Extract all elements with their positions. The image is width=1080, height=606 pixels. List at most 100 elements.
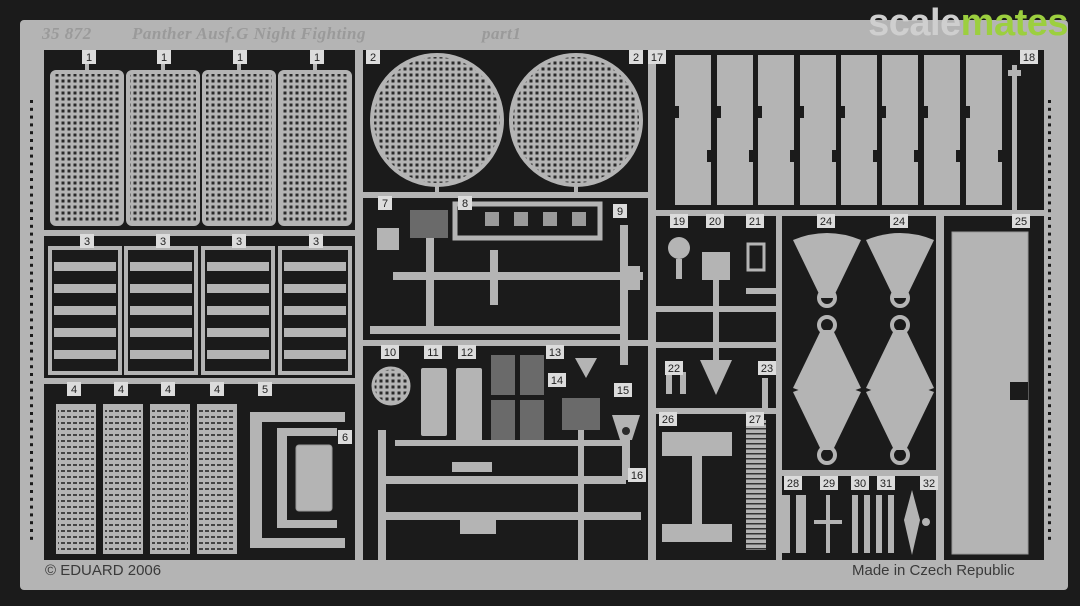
watermark-part1: scale [868, 2, 961, 44]
edge-hole [1048, 178, 1051, 181]
tag-box [665, 361, 683, 375]
panel-17 [841, 55, 877, 205]
panel-notch [790, 150, 794, 162]
tag-box [820, 476, 838, 490]
edge-hole [1048, 310, 1051, 314]
edge-hole [1048, 232, 1051, 236]
edge-hole [1048, 154, 1051, 158]
tag-box [210, 382, 224, 396]
edge-hole [30, 435, 33, 439]
part-number-label: 30 [854, 478, 866, 490]
tag-box [648, 50, 666, 64]
edge-hole [1048, 380, 1051, 384]
edge-hole [30, 209, 33, 213]
edge-hole [30, 373, 33, 376]
part-number-label: 24 [893, 216, 905, 228]
edge-hole [1048, 131, 1051, 135]
tag-box [309, 234, 323, 248]
part-number-label: 10 [384, 347, 396, 359]
tag-box [546, 345, 564, 359]
panel-notch [914, 150, 918, 162]
edge-hole [30, 310, 33, 314]
ladder-rung [130, 284, 192, 293]
ladder-rung [207, 350, 269, 359]
edge-hole [30, 404, 33, 408]
part-number-label: 15 [617, 385, 629, 397]
edge-hole [1048, 388, 1051, 392]
edge-hole [1048, 326, 1051, 330]
part-number-label: 3 [236, 236, 242, 248]
edge-hole [1048, 365, 1051, 369]
edge-hole [1048, 349, 1051, 353]
part-number-label: 9 [617, 206, 623, 218]
edge-hole [30, 334, 33, 337]
part-number-label: 26 [662, 414, 674, 426]
edge-hole [30, 419, 33, 423]
edge-hole [1048, 170, 1051, 174]
tag-box [1012, 214, 1030, 228]
tag-box [877, 476, 895, 490]
ladder-rung [284, 350, 346, 359]
edge-hole [1048, 123, 1051, 127]
edge-hole [30, 412, 33, 415]
tag-box [670, 214, 688, 228]
edge-hole [30, 365, 33, 369]
edge-hole [30, 115, 33, 119]
tag-box [258, 382, 272, 396]
edge-hole [30, 201, 33, 205]
edge-hole [1048, 107, 1051, 111]
edge-hole [1048, 435, 1051, 439]
edge-hole [1048, 521, 1051, 525]
edge-hole [1048, 466, 1051, 470]
edge-hole [30, 466, 33, 470]
panel-notch [998, 150, 1002, 162]
edge-hole [30, 170, 33, 174]
tag-box [548, 373, 566, 387]
edge-hole [1048, 193, 1051, 197]
part-number-label: 2 [370, 52, 376, 64]
edge-hole [1048, 505, 1051, 509]
part-number-label: 12 [461, 347, 473, 359]
part-number-label: 24 [820, 216, 832, 228]
edge-hole [30, 458, 33, 462]
edge-hole [30, 513, 33, 517]
edge-hole [1048, 536, 1051, 540]
part-number-label: 3 [84, 236, 90, 248]
edge-hole [30, 107, 33, 111]
part-number-label: 29 [823, 478, 835, 490]
panel-17 [966, 55, 1002, 205]
tag-box [784, 476, 802, 490]
edge-hole [1048, 271, 1051, 275]
part-number-label: 11 [427, 347, 438, 359]
edge-hole [30, 295, 33, 298]
fan-blade [866, 233, 934, 298]
tag-box [114, 382, 128, 396]
part-24-fans [793, 233, 934, 465]
edge-hole [1048, 217, 1051, 220]
part-number-label: 19 [673, 216, 685, 228]
panel-17 [675, 55, 711, 205]
edge-hole [1048, 373, 1051, 376]
copyright-text: © EDUARD 2006 [45, 562, 162, 579]
edge-hole [1048, 295, 1051, 298]
edge-hole [30, 474, 33, 478]
tag-box [366, 50, 380, 64]
fan-ring [890, 315, 910, 335]
ladder-rung [54, 284, 116, 293]
panel-notch [675, 106, 679, 118]
tag-box [378, 196, 392, 210]
edge-hole [1048, 490, 1051, 493]
title-name: Panther Ausf.G Night Fighting [132, 24, 366, 43]
part-number-label: 4 [71, 384, 77, 396]
edge-hole [30, 529, 33, 532]
tag-box [817, 214, 835, 228]
middle-parts [370, 201, 643, 560]
ladder-rung [130, 350, 192, 359]
ladder-rung [54, 328, 116, 337]
tag-box [758, 361, 776, 375]
panel-notch [882, 106, 886, 118]
edge-hole [30, 326, 33, 330]
edge-hole [1048, 497, 1051, 501]
edge-hole [1048, 513, 1051, 517]
